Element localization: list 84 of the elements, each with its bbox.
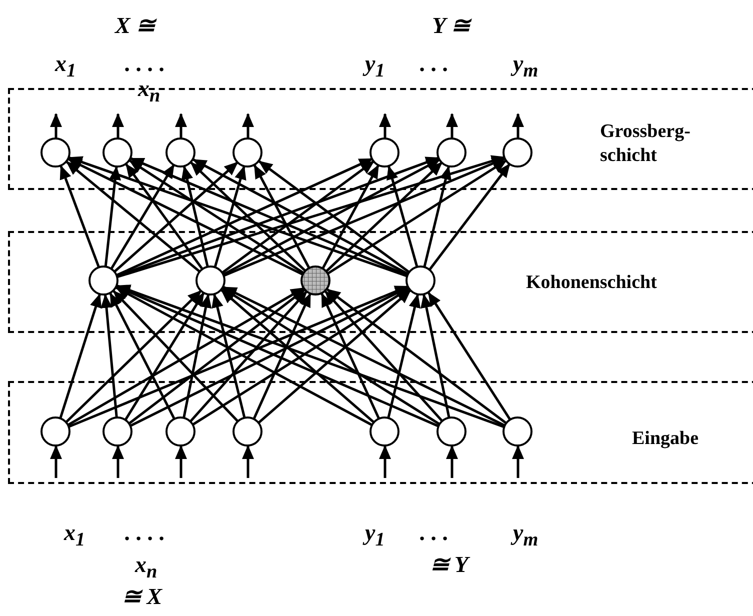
arrow [104,166,122,268]
arrow [128,288,306,424]
layer-label: Grossberg- schicht [600,120,692,168]
arrow [67,286,305,426]
arrow [109,292,176,420]
arrow [387,294,421,419]
arrow [320,292,380,420]
arrow [112,445,124,478]
arrow [258,160,410,274]
variable-label: y$_{1}$ [365,521,385,550]
arrow [322,164,380,270]
arrow [181,166,210,268]
arrow [175,113,187,139]
variable-label: X ≅ [115,14,156,37]
arrow [190,162,307,272]
variable-label: y$_{m}$ [513,52,538,81]
variable-label: . . . . [125,52,166,75]
arrow [222,286,506,427]
arrow [116,158,374,276]
arrow [512,113,524,139]
arrow [220,289,376,424]
arrow [253,164,311,270]
variable-label: . . . [420,52,449,75]
arrow [222,158,441,276]
arrow [212,294,246,419]
arrow [128,160,305,274]
layer-band [8,381,753,484]
arrow [379,445,391,478]
arrow [420,294,450,419]
arrow [112,290,240,423]
arrow [214,166,246,268]
variable-label: . . . [420,521,449,544]
arrow [386,166,418,268]
variable-label: x$_{1}$ [55,52,76,81]
arrow [252,292,312,420]
arrow [68,158,304,276]
arrow [112,113,124,139]
arrow [59,293,102,420]
arrow [124,292,205,421]
arrow [428,292,512,421]
arrow [325,162,443,272]
arrow [222,287,441,426]
arrow [428,163,511,271]
variable-label: x$_{n}$ [135,553,158,582]
arrow [114,161,238,273]
arrow [223,157,506,277]
arrow [512,445,524,478]
variable-label: x$_{1}$ [64,521,86,550]
arrow [50,445,62,478]
arrow [446,445,458,478]
arrow [222,160,375,274]
arrow [324,290,444,422]
arrow [175,445,187,478]
variable-label: . . . . [125,521,166,544]
arrow [110,164,175,270]
arrow [65,290,202,424]
arrow [116,284,506,428]
arrow [115,286,374,426]
arrow [68,285,409,428]
variable-label: ≅ Y [430,553,468,576]
variable-label: y$_{m}$ [513,521,538,550]
arrow [446,113,458,139]
arrow [189,290,308,422]
arrow [192,287,410,426]
variable-label: y$_{1}$ [365,52,385,81]
layer-band [8,231,753,333]
arrow [192,158,410,276]
arrow [182,294,212,419]
arrow [242,445,254,478]
arrow [60,165,100,268]
layer-label: Kohonenschicht [526,271,658,295]
arrow [125,164,204,270]
arrow [379,113,391,139]
arrow [258,289,412,424]
variable-label: Y ≅ [432,14,470,37]
arrow [66,160,201,274]
arrow [100,294,118,418]
arrow [326,288,508,425]
arrow [50,113,62,139]
arrow [423,166,452,268]
layer-label: Eingabe [632,427,700,451]
arrow [327,159,508,275]
arrow [242,113,254,139]
variable-label: ≅ X [122,585,162,608]
